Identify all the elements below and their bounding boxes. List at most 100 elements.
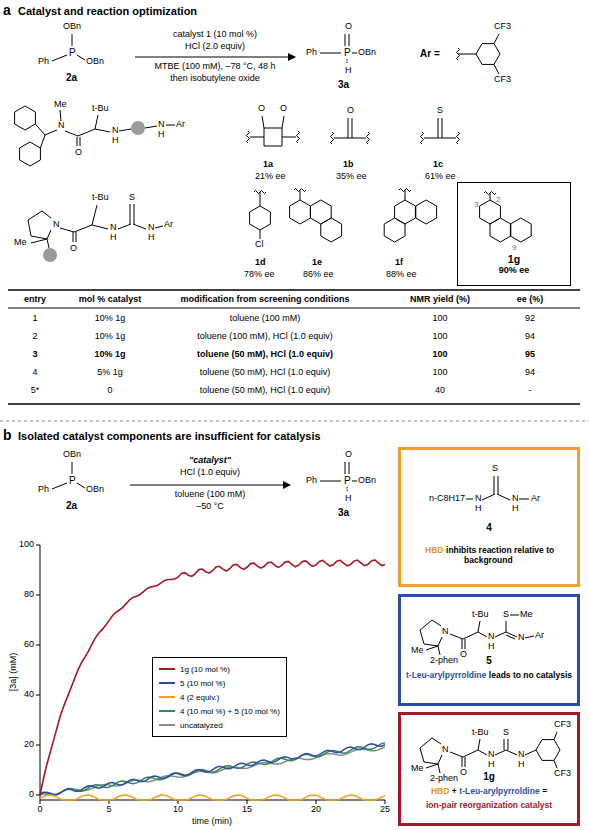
text-label: N [488, 632, 495, 642]
caption-row: 1g [404, 771, 574, 783]
text-label: O [347, 106, 354, 116]
text-label: - [529, 386, 532, 396]
text-label: N [512, 494, 519, 504]
text-label: 5 [106, 805, 111, 815]
kinetic-curve [40, 743, 385, 795]
text-label: P [69, 475, 76, 486]
text-label: 1d [255, 258, 266, 268]
caption-row: 5 [404, 655, 574, 667]
caption-text: ion-pair reorganization catalyst [426, 800, 552, 810]
text-label: Me [411, 764, 424, 774]
legend-row: 4 (2 equiv.) [159, 690, 280, 704]
text-label: t-Bu [92, 193, 109, 203]
text-label: H [345, 494, 352, 504]
caption-row: HBD+t-Leu-arylpyrroldine= [404, 787, 574, 797]
text-label: ee (%) [517, 295, 544, 305]
text-label: 92 [525, 314, 535, 324]
legend-line-stroke [159, 724, 175, 726]
text-label: 1f [395, 258, 403, 268]
caption-row: t-Leu-arylpyrroldineleads to no catalysi… [404, 671, 574, 681]
text-label: t-Bu [472, 610, 489, 620]
axis-tick [316, 800, 317, 804]
text-label: 60 [24, 640, 34, 650]
text-label: 2a [66, 500, 77, 511]
text-label: Ph [38, 57, 49, 67]
text-label: toluene (50 mM), HCl (1.0 equiv) [200, 386, 331, 396]
text-label: Me [54, 100, 67, 110]
text-label: 80 [24, 590, 34, 600]
text-label: S [503, 610, 509, 620]
text-label: CF3 [494, 75, 511, 85]
caption-row: 1g [461, 253, 567, 265]
text-label: a [3, 3, 11, 18]
text-label: t-Bu [92, 104, 109, 114]
text-label: toluene (100 mM) [230, 314, 301, 324]
text-label: 2-phen [430, 774, 458, 784]
text-label: 100 [432, 368, 447, 378]
text-label: [3a] (mM) [9, 653, 19, 692]
text-label: P [344, 47, 351, 58]
text-label: P [344, 475, 351, 486]
text-label: 10% 1g [94, 350, 125, 360]
text-label: O [258, 104, 265, 114]
text-label: entry [24, 295, 46, 305]
text-label: 100 [432, 314, 447, 324]
text-label: 3a [338, 79, 349, 90]
text-label: O [70, 244, 77, 254]
caption-row: ion-pair reorganization catalyst [404, 801, 574, 811]
legend-line-stroke [159, 696, 175, 698]
text-label: time (min) [192, 817, 232, 827]
text-label: Ph [306, 48, 317, 58]
legend-row: 1g (10 mol %) [159, 662, 280, 676]
text-label: N [158, 120, 165, 130]
text-label: S [492, 464, 498, 474]
text-label: S [503, 728, 509, 738]
text-label: 88% ee [386, 270, 417, 280]
structure-box: 1gHBD+t-Leu-arylpyrroldine= ion-pair reor… [398, 712, 580, 826]
legend-text: uncatalyzed [180, 721, 223, 730]
kinetic-curve [40, 747, 385, 795]
text-label: CF3 [554, 769, 571, 779]
text-label: 10% 1g [95, 314, 126, 324]
text-label: Ph [38, 485, 49, 495]
text-label: O [345, 22, 352, 32]
text-label: OBn [63, 22, 81, 32]
text-label: catalyst 1 (10 mol %) [173, 30, 257, 40]
text-label: HCl (1.0 equiv) [180, 468, 240, 478]
text-label: 0 [107, 386, 112, 396]
text-label: "catalyst" [189, 456, 231, 466]
legend-text: 4 (10 mol %) + 5 (10 mol %) [180, 707, 280, 716]
axis-tick [385, 800, 386, 804]
legend-row: 4 (10 mol %) + 5 (10 mol %) [159, 704, 280, 718]
text-label: N [442, 627, 449, 637]
axis-tick [40, 800, 41, 804]
text-label: n-C8H17 [429, 494, 465, 504]
text-label: OBn [86, 57, 104, 67]
text-label: 20 [311, 805, 321, 815]
text-label: H [488, 760, 495, 770]
legend-box: 1g (10 mol %)5 (10 mol %)4 (2 equiv.)4 (… [152, 657, 287, 737]
caption-text: 4 [486, 522, 492, 533]
legend-line [159, 666, 175, 672]
text-label: toluene (50 mM), HCl (1.0 equiv) [197, 350, 333, 360]
legend-line-stroke [159, 668, 175, 670]
text-label: O [460, 768, 467, 778]
text-label: N [58, 121, 65, 131]
kinetic-curve [40, 795, 385, 800]
text-label: Ar = [420, 48, 440, 59]
text-label: 35% ee [336, 172, 367, 182]
text-label: CF3 [494, 22, 511, 32]
text-label: 100 [432, 332, 447, 342]
text-label: Ar [176, 120, 185, 130]
text-label: N [148, 223, 155, 233]
text-label: Ph [306, 476, 317, 486]
text-label: O [345, 450, 352, 460]
text-label: 100 [19, 540, 34, 550]
text-label: N [110, 223, 117, 233]
caption-text: leads to no catalysis [489, 670, 572, 680]
text-label: N [488, 750, 495, 760]
text-label: 2 [32, 332, 37, 342]
text-label: 2 [496, 196, 500, 205]
legend-line [159, 722, 175, 728]
text-label: H [110, 233, 117, 243]
